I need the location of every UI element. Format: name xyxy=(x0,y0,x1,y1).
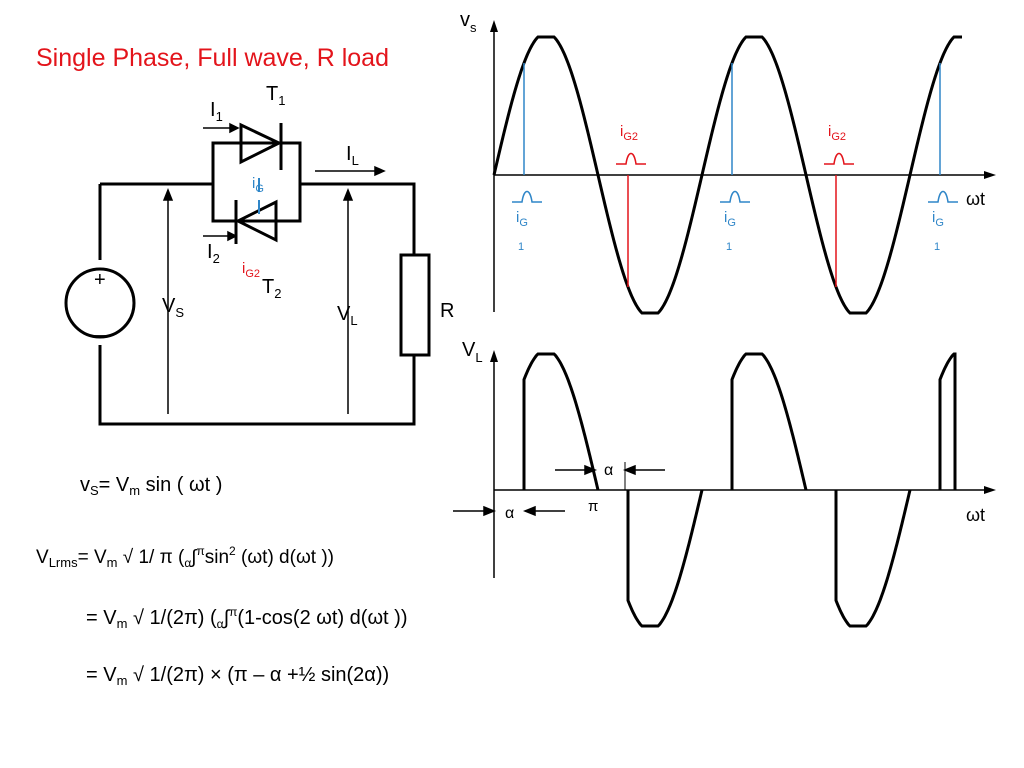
ig2-pulse xyxy=(824,152,854,165)
label-t2: T2 xyxy=(262,276,281,301)
label-ig1: iG xyxy=(252,175,264,195)
label-il: IL xyxy=(346,143,359,168)
source-minus: _ xyxy=(92,312,106,337)
thyristor-box xyxy=(211,141,302,223)
bottom-x-label: ωt xyxy=(966,505,985,525)
label-vs: VS xyxy=(162,295,184,320)
bottom-x-arrowhead xyxy=(984,486,996,494)
label-vl: VL xyxy=(337,303,358,328)
label-r: R xyxy=(440,300,454,322)
ig1-pulse xyxy=(720,190,750,203)
top-x-label: ωt xyxy=(966,189,985,209)
bottom-y-label: VL xyxy=(462,339,483,365)
bottom-y-arrowhead xyxy=(490,350,498,362)
resistor xyxy=(399,253,431,357)
graph-source-voltage: iG 1 iG2 iG 1 iG2 iG 1 vs ωt xyxy=(460,9,996,315)
graph-load-voltage: VL ωt α α π xyxy=(453,339,996,628)
source-plus: + xyxy=(94,269,106,291)
pi-label: π xyxy=(588,498,598,515)
alpha-label-lower: α xyxy=(505,505,514,522)
top-x-arrowhead xyxy=(984,171,996,179)
ig1-index: 1 xyxy=(934,241,940,253)
ig1-index: 1 xyxy=(726,241,732,253)
ig2-label: iG2 xyxy=(828,123,846,143)
equation-step2: = Vm √ 1/(2π) (α∫π(1-cos(2 ωt) d(ωt )) xyxy=(86,605,408,631)
ig1-pulse xyxy=(512,190,542,203)
wire-top-right xyxy=(300,182,416,255)
ig2-label: iG2 xyxy=(620,123,638,143)
label-ig2: iG2 xyxy=(242,260,260,280)
source-voltage-wave xyxy=(492,35,962,315)
load-voltage-wave xyxy=(522,352,957,628)
label-t1: T1 xyxy=(266,83,285,108)
ig1-label: iG xyxy=(516,209,528,229)
wire-left-lower xyxy=(98,345,416,426)
slide-title: Single Phase, Full wave, R load xyxy=(36,44,389,72)
top-y-arrowhead xyxy=(490,20,498,32)
ig1-pulse xyxy=(928,190,958,203)
label-i1: I1 xyxy=(210,99,223,124)
ac-source xyxy=(64,267,136,339)
equation-result: = Vm √ 1/(2π) × (π – α +½ sin(2α)) xyxy=(86,664,390,688)
equation-vs: vS= Vm sin ( ωt ) xyxy=(80,474,223,498)
label-i2: I2 xyxy=(207,241,220,266)
ig2-pulse xyxy=(616,152,646,165)
ig1-label: iG xyxy=(724,209,736,229)
top-y-label: vs xyxy=(460,9,477,35)
ig1-index: 1 xyxy=(518,241,524,253)
thyristor-t1 xyxy=(239,122,283,170)
ig1-label: iG xyxy=(932,209,944,229)
equation-vlrms: VLrms= Vm √ 1/ π (α∫πsin2 (ωt) d(ωt )) xyxy=(36,544,334,570)
alpha-label-upper: α xyxy=(604,462,613,479)
